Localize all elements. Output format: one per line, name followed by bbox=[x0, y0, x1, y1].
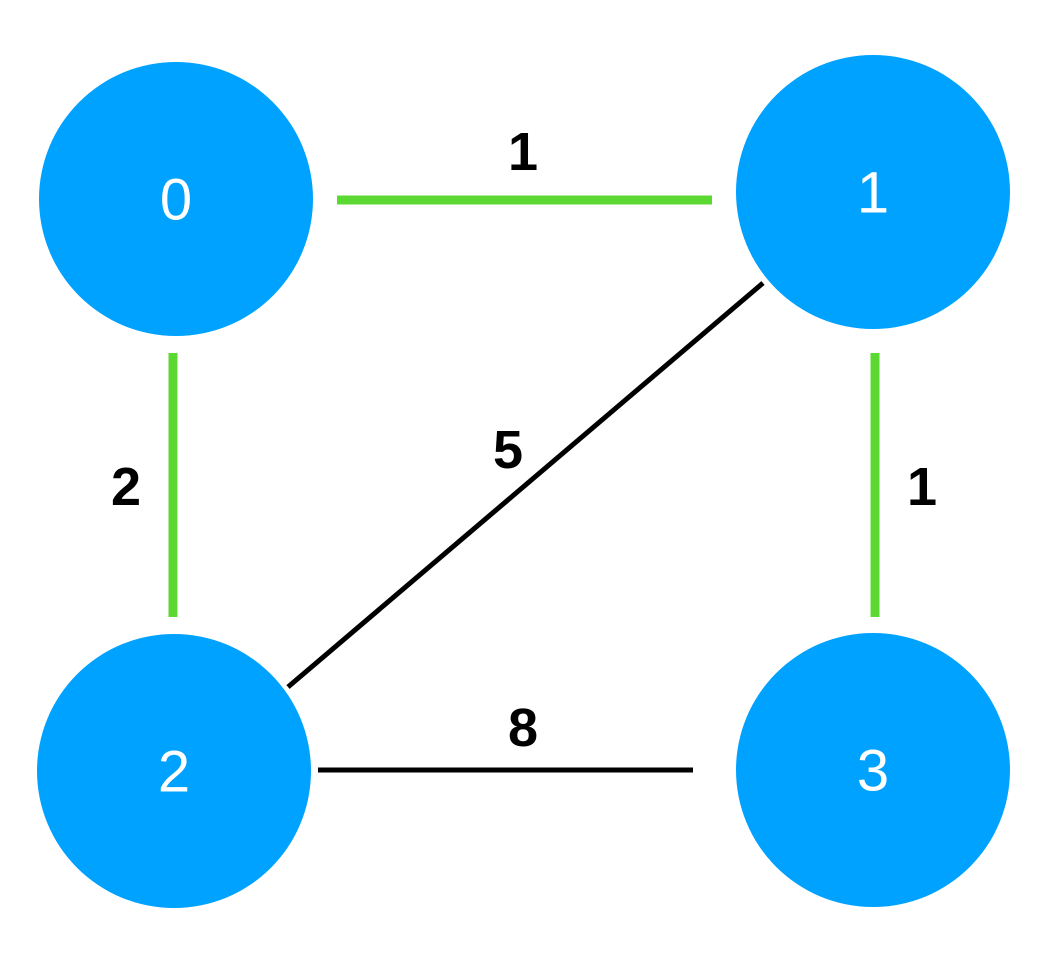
graph-edge-1-2[interactable] bbox=[286, 281, 765, 689]
node-label-3: 3 bbox=[857, 739, 889, 804]
node-label-1: 1 bbox=[857, 161, 889, 226]
node-circle-1[interactable] bbox=[736, 55, 1010, 329]
edge-weight-0-2: 2 bbox=[111, 457, 141, 517]
node-circle-0[interactable] bbox=[39, 62, 313, 336]
node-label-2: 2 bbox=[158, 740, 190, 805]
graph-node-2[interactable]: 2 bbox=[37, 634, 311, 908]
edge-labels-layer: 1 2 1 5 8 bbox=[111, 122, 937, 758]
nodes-layer: 0 1 2 3 bbox=[37, 55, 1010, 908]
graph-node-1[interactable]: 1 bbox=[736, 55, 1010, 329]
edges-layer bbox=[168, 195, 880, 773]
edge-weight-0-1: 1 bbox=[508, 122, 538, 182]
node-circle-3[interactable] bbox=[736, 633, 1010, 907]
edge-weight-2-3: 8 bbox=[508, 698, 538, 758]
edge-weight-1-2: 5 bbox=[493, 420, 523, 480]
node-circle-2[interactable] bbox=[37, 634, 311, 908]
edge-weight-1-3: 1 bbox=[907, 457, 937, 517]
node-label-0: 0 bbox=[160, 168, 192, 233]
graph-node-0[interactable]: 0 bbox=[39, 62, 313, 336]
graph-node-3[interactable]: 3 bbox=[736, 633, 1010, 907]
